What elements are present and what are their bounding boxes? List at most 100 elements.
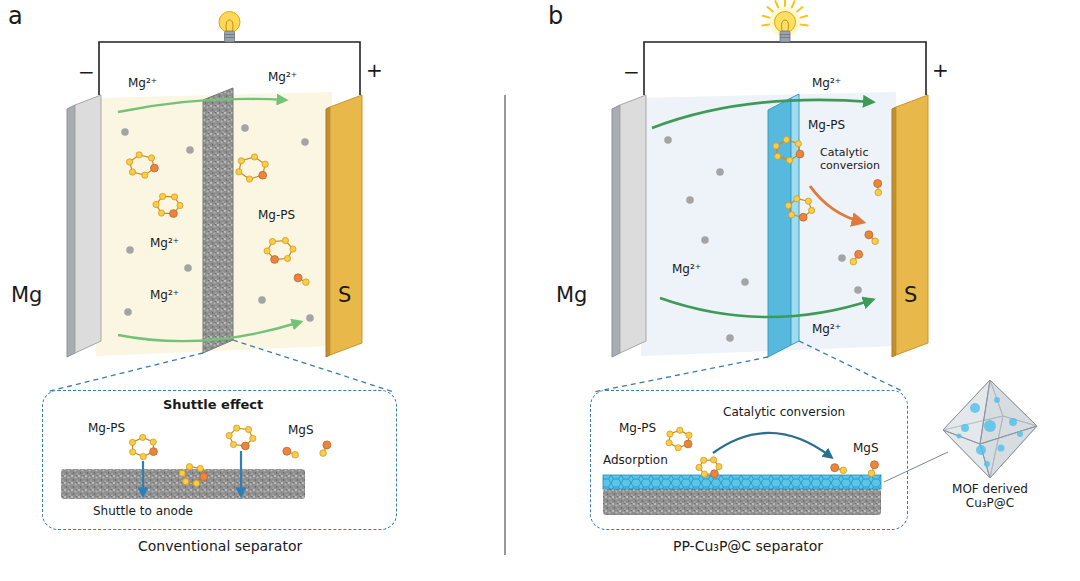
atom (170, 210, 178, 218)
atom (282, 237, 288, 243)
ion-dot (184, 264, 192, 272)
atom (179, 470, 185, 476)
separator-section (61, 469, 305, 499)
zoom-line (594, 357, 768, 392)
ion-label: Mg²⁺ (128, 76, 157, 90)
node-text: Mg (556, 283, 587, 308)
panel-caption: Conventional separator (138, 538, 302, 555)
cu3p-coating (603, 475, 881, 489)
panel-caption: PP-Cu₃P@C separator (673, 538, 823, 555)
atom (150, 439, 156, 445)
atom (126, 159, 132, 165)
atom (294, 274, 302, 282)
ion-dot (664, 136, 672, 144)
bulb-base (780, 31, 790, 42)
atom (303, 279, 310, 286)
atom (251, 154, 257, 160)
atom (250, 435, 256, 441)
separator-section (603, 489, 881, 515)
cu3p-nanoparticle (976, 445, 986, 455)
atom (197, 465, 203, 471)
polysulfide-molecule (153, 193, 183, 217)
polysulfide-molecule (126, 152, 158, 178)
node-text: MgS (853, 441, 879, 455)
mof-particle: MOF derived Cu₃P@C (935, 378, 1053, 518)
species-label: Mg-PS (808, 118, 845, 132)
atom (875, 189, 882, 196)
atom (711, 470, 719, 478)
atom (136, 152, 142, 158)
atom (710, 457, 716, 463)
polysulfide-molecule (666, 427, 692, 451)
atom (238, 158, 244, 164)
light-ray (762, 25, 769, 26)
polysulfide-molecule (226, 425, 256, 450)
atom (799, 213, 807, 221)
bulb-filament (226, 20, 233, 31)
sulfur-cathode: S (888, 95, 934, 357)
node-text: Mg-PS (619, 421, 656, 435)
sulfur-cathode: S (322, 95, 368, 357)
bulb-thread (780, 37, 790, 38)
cu3p-nanoparticle (970, 403, 980, 413)
atom (850, 258, 857, 265)
mgs-molecule (294, 274, 309, 286)
atom (872, 238, 879, 245)
node-text: Mg (11, 283, 42, 308)
circuit-wire (644, 42, 926, 95)
ion-label: Mg²⁺ (268, 70, 297, 84)
atom (283, 447, 291, 455)
zoom-line (799, 341, 904, 392)
atom (271, 256, 279, 264)
terminal-sign: − (623, 60, 640, 84)
electrolyte-ground (641, 92, 896, 356)
conversion-arrow (713, 433, 831, 457)
polysulfide-molecule (696, 457, 722, 478)
ion-label: Mg²⁺ (672, 262, 701, 276)
atom (783, 137, 789, 143)
mg-anode: Mg (550, 95, 650, 357)
ion-dot (306, 314, 314, 322)
atom (186, 464, 192, 470)
cu3p-nanoparticle (1017, 431, 1023, 437)
atom (870, 461, 878, 469)
electrode-face (896, 95, 928, 355)
cu3p-nanoparticle (1009, 418, 1017, 426)
ion-flow-arrow (118, 322, 300, 341)
atom (667, 431, 673, 437)
zoom-inset: Shuttle effectMg-PSMgSShuttle to anode (42, 390, 397, 530)
cu3p-nanoparticle (957, 434, 962, 439)
atom (171, 194, 177, 200)
process-label: Catalytic conversion (820, 146, 888, 172)
bulb-thread (225, 34, 235, 35)
bulb-glass (775, 12, 796, 33)
bulb-base (225, 31, 235, 42)
atom (264, 248, 270, 254)
light-ray (763, 16, 770, 18)
electrode-face (330, 95, 362, 355)
atom (140, 434, 146, 440)
atom (320, 450, 327, 457)
atom (666, 440, 672, 446)
bulb-thread (780, 34, 790, 35)
octahedron-face (943, 430, 990, 478)
node-shape (5, 95, 105, 357)
atom (159, 193, 165, 199)
atom (855, 250, 863, 258)
mgs-molecule (831, 464, 847, 474)
light-ray (797, 7, 802, 12)
node-text: Catalytic conversion (723, 405, 845, 419)
atom (716, 464, 722, 470)
atom (809, 207, 815, 213)
light-ray (768, 7, 773, 12)
leader-line (884, 452, 948, 482)
atom (241, 442, 249, 450)
atom (262, 161, 268, 167)
atom (226, 432, 232, 438)
atom (193, 480, 199, 486)
polysulfide-molecule (785, 196, 814, 222)
atom (805, 198, 811, 204)
electrode-face (75, 95, 101, 353)
atom (259, 171, 267, 179)
atom (153, 201, 159, 207)
